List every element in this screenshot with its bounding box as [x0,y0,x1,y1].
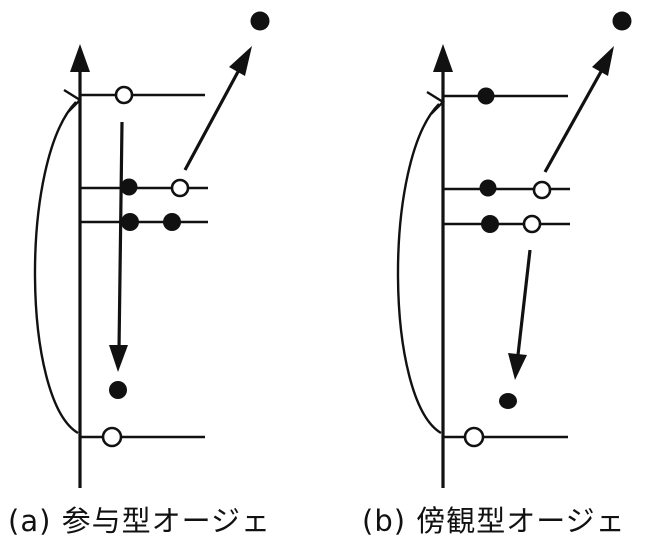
panel-a-valence2-electron-right [163,213,181,231]
panel-a-emission-arrow [183,67,242,171]
panel-a-caption: (a) 参与型オージェ [8,504,272,538]
panel-b-valence1-electron [479,179,497,197]
panel-b-core-hole [463,426,485,448]
panel-b-valence1-hole [532,180,552,200]
panel-a-core-hole [101,426,123,448]
panel-a-decay-arrow [117,121,124,351]
panel-b-core-filled-electron [499,393,517,409]
panel-a-valence2-electron-left [121,213,139,231]
panel-b-excitation-arrowhead [426,90,445,115]
panel-b-valence2-hole [522,214,542,234]
panel-a-valence1-hole [170,178,190,198]
panel-b-auger-electron [612,11,632,31]
panel-b-decay-arrow [516,249,532,356]
panel-b-emission-arrowhead [592,46,614,76]
panel-a-core-filled-electron [109,381,127,399]
panel-a-excitation-curve [33,101,79,435]
panel-a-excitation-arrowhead [63,88,82,113]
panel-a-decay-arrowhead [109,345,128,372]
panel-a-emission-arrowhead [229,46,252,76]
panel-a-axis-arrowhead [70,44,90,72]
panel-b [396,11,632,488]
panel-b-upper-electron [477,87,495,105]
panel-a-upper-hole [114,85,134,105]
panel-b-excitation-curve [396,103,442,435]
panel-b-caption: (b) 傍観型オージェ [362,504,626,538]
panel-b-decay-arrowhead [508,353,527,380]
panel-a-auger-electron [250,11,270,31]
panel-b-valence2-electron [481,215,499,233]
panel-b-emission-arrow [543,67,605,173]
panel-a [33,11,270,488]
panel-b-axis-arrowhead [433,44,453,72]
panel-a-valence1-electron [120,178,138,196]
